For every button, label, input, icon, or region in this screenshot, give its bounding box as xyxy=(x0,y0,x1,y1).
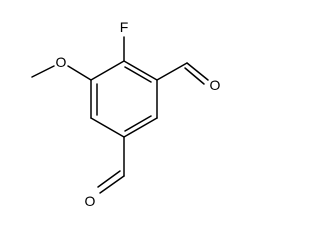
aldehyde-double-bond-bottom-inner xyxy=(97,170,121,188)
fluorine-label: F xyxy=(120,19,129,35)
aldehyde-double-bond-top-inner xyxy=(184,67,205,85)
bond-o-methyl xyxy=(31,65,55,78)
benzene-ring xyxy=(90,60,158,138)
bond-c6-o-methoxy xyxy=(67,65,92,81)
ring-double-bond-c1-c2 xyxy=(124,66,152,83)
ring-bond-c3-c4 xyxy=(123,117,158,138)
chemical-structure: F O O O xyxy=(31,19,221,209)
ring-bond-c4-c5 xyxy=(90,117,125,138)
aldehyde-oxygen-top-label: O xyxy=(210,77,221,93)
ring-bond-c6-c1 xyxy=(90,60,125,81)
ring-bond-c1-c2 xyxy=(123,60,158,81)
aldehyde-double-bond-bottom-outer xyxy=(99,175,125,194)
methoxy-oxygen-label: O xyxy=(56,54,67,70)
aldehyde-oxygen-bottom-label: O xyxy=(85,193,96,209)
ring-double-bond-c3-c4 xyxy=(124,115,152,132)
aldehyde-double-bond-top-outer xyxy=(186,62,209,81)
bond-c2-aldehyde-carbon-top xyxy=(156,62,188,81)
